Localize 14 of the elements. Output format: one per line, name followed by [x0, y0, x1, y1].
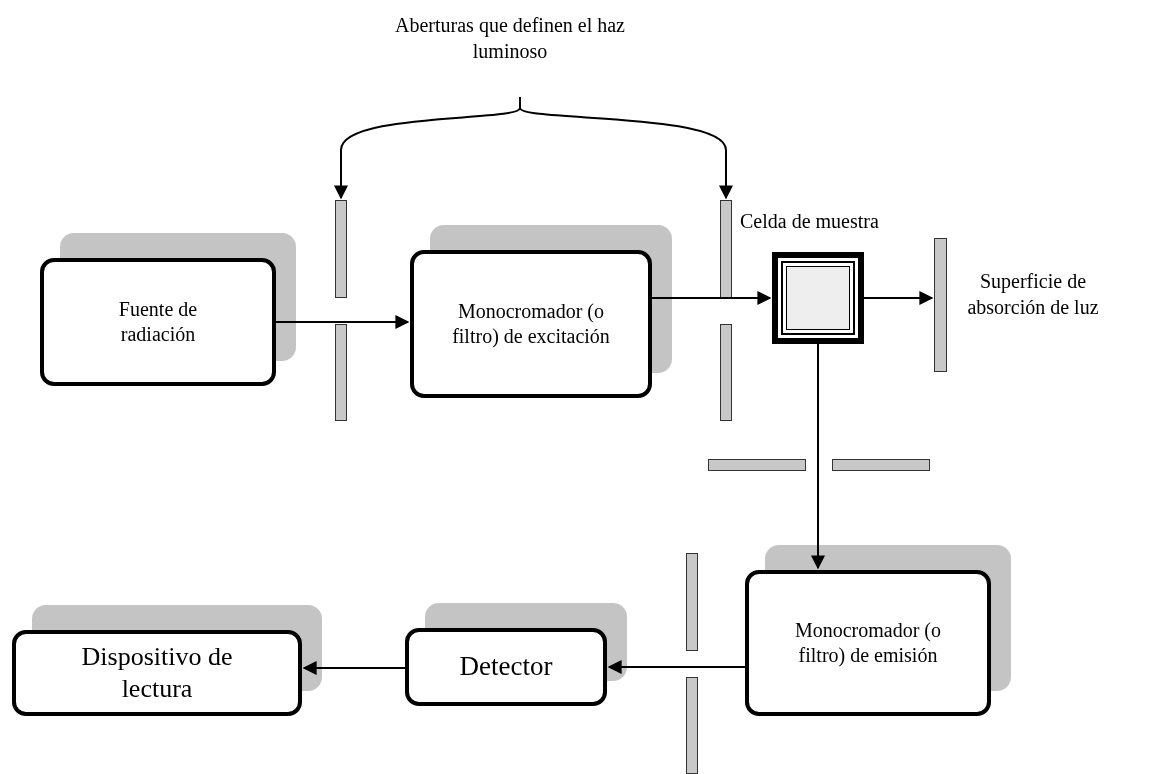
- arrow: [811, 343, 825, 570]
- annotation-text: Aberturas que definen el haz luminoso: [375, 12, 645, 96]
- arrow: [863, 291, 934, 305]
- arrow: [275, 315, 410, 329]
- slit-drawing: [708, 457, 930, 473]
- arrow: [607, 660, 746, 674]
- arrow: [651, 291, 772, 305]
- arrow: [302, 661, 406, 675]
- slit-drawing: [333, 200, 349, 421]
- slit-drawing: [684, 553, 700, 774]
- cell-label: Celda de muestra: [740, 210, 880, 233]
- leader-line: [519, 96, 733, 200]
- slit-drawing: [718, 200, 734, 421]
- plate-label: Superficie de absorción de luz: [966, 269, 1100, 320]
